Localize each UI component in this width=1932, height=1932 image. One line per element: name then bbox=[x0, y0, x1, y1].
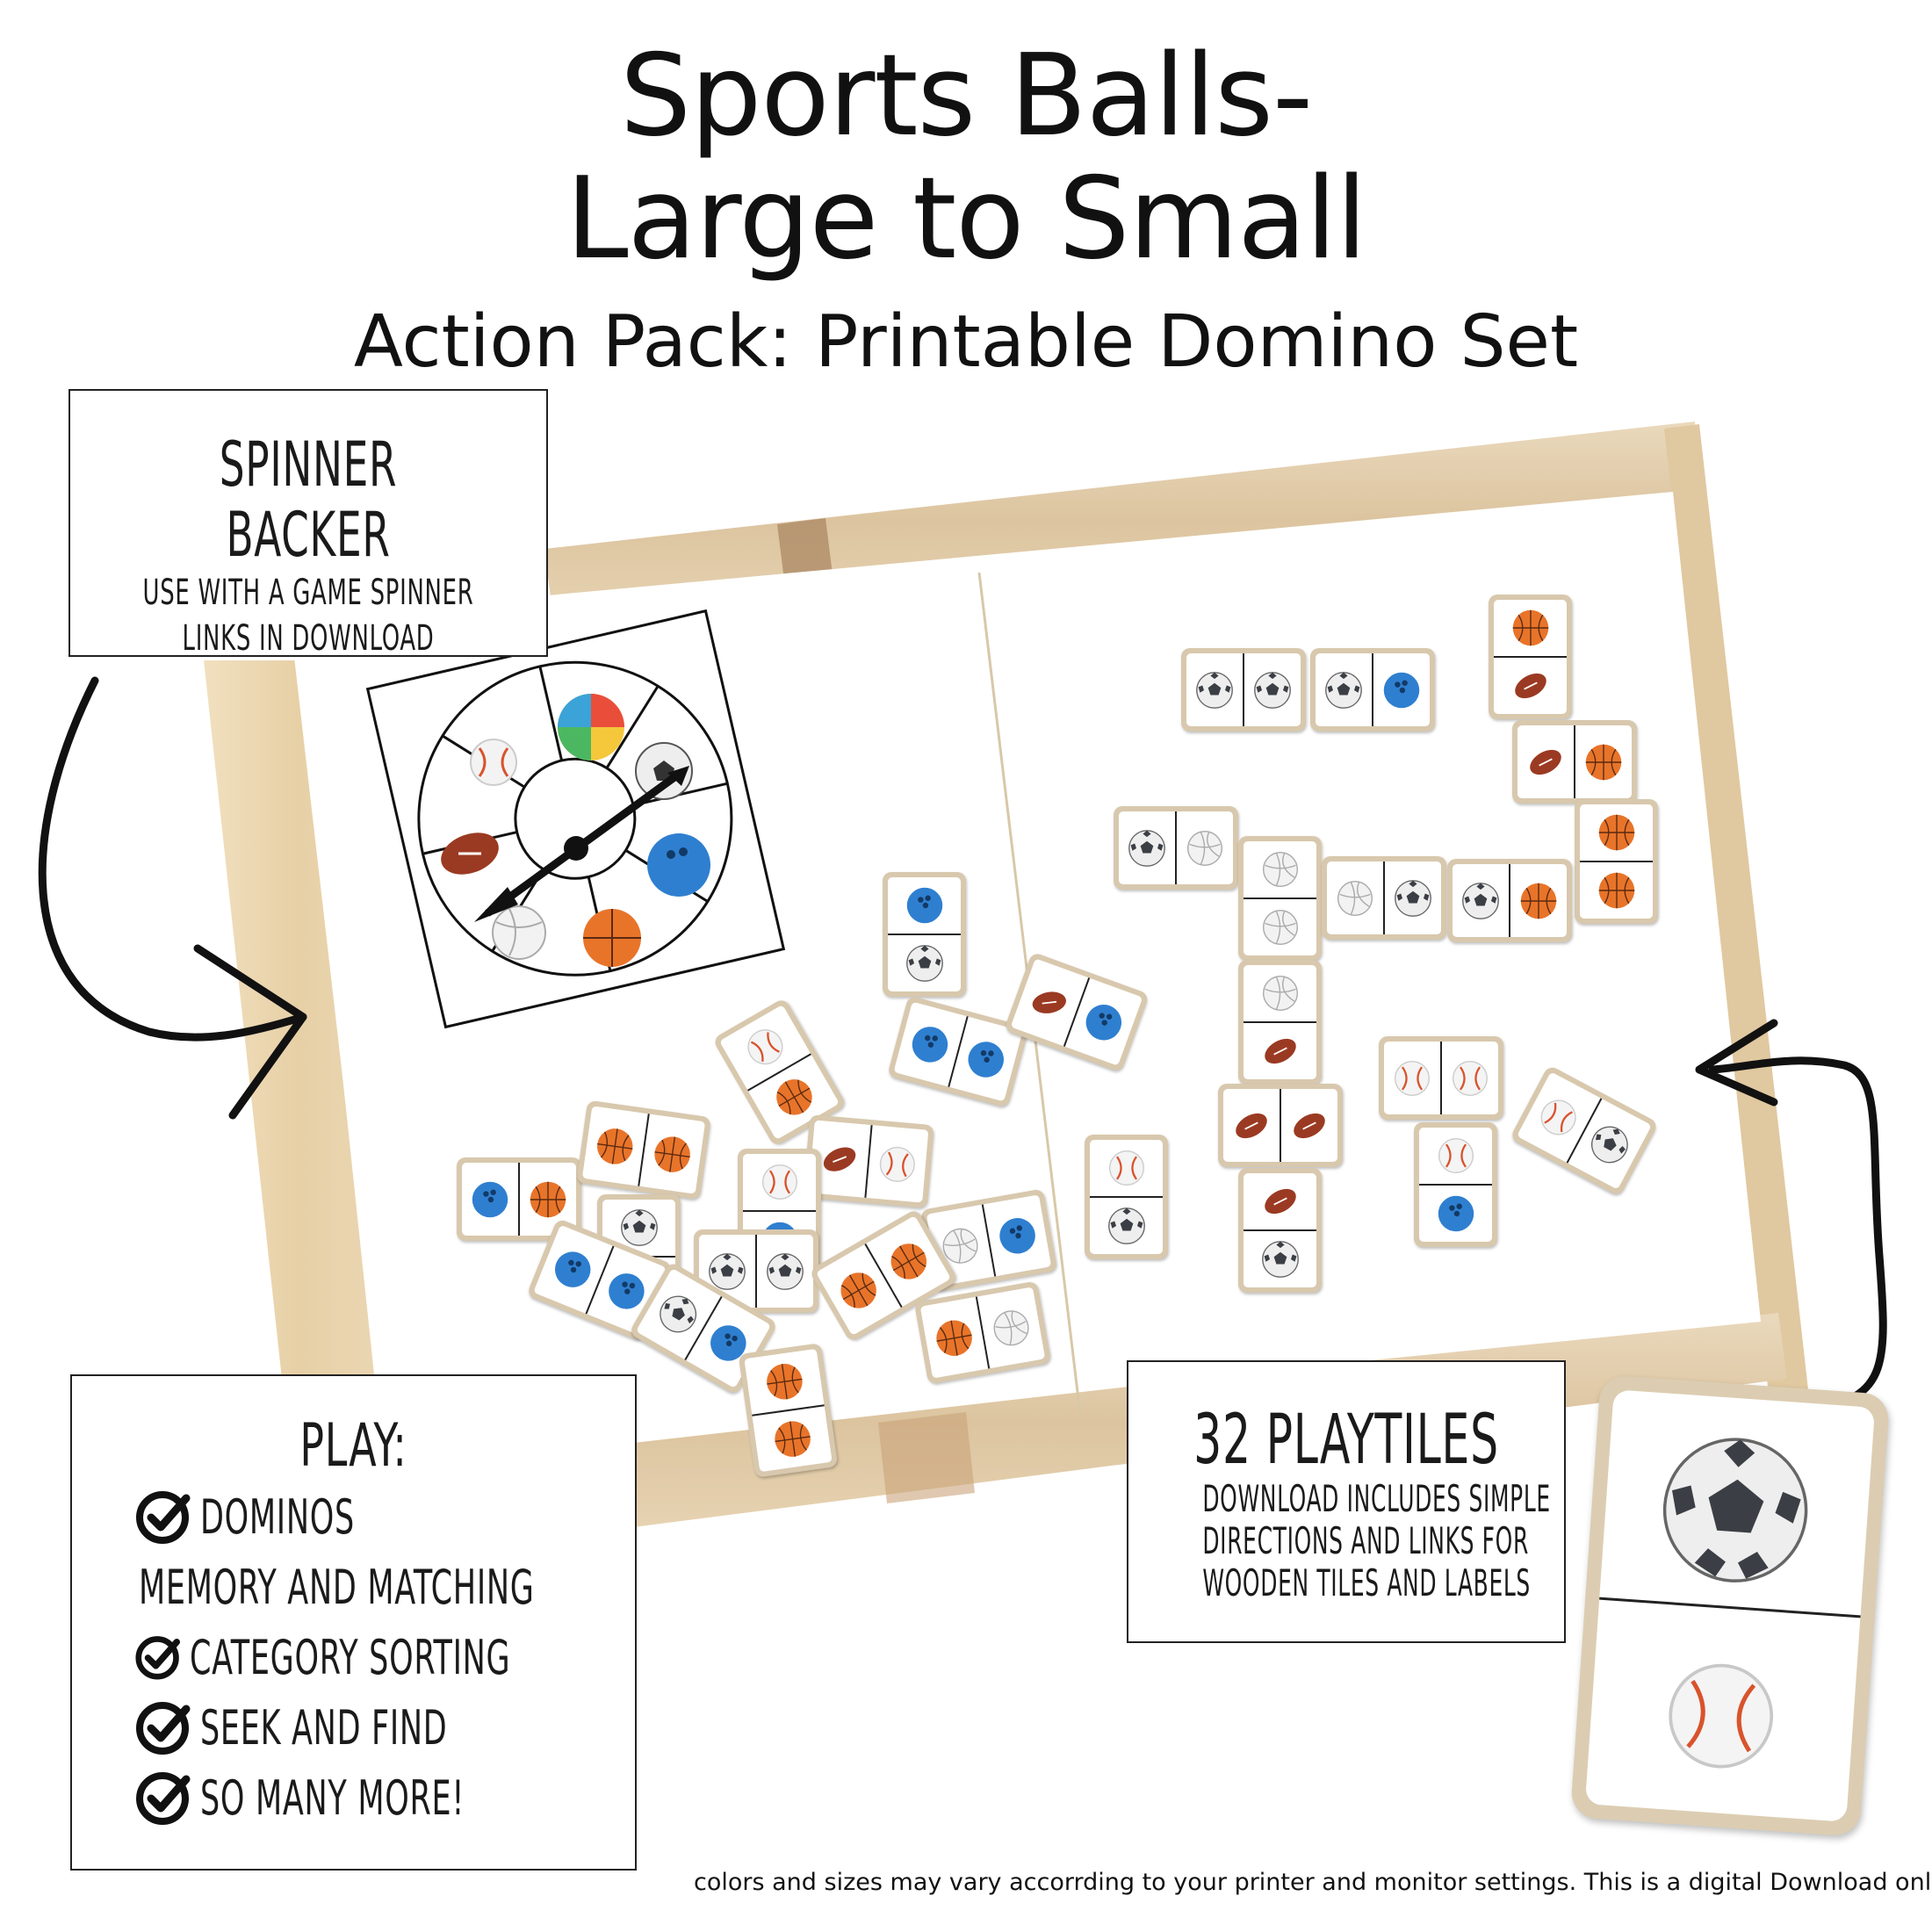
play-item-label: Memory and Matching bbox=[139, 1559, 535, 1615]
arrow-icon bbox=[1708, 1056, 1887, 1416]
play-item: Dominos bbox=[133, 1481, 635, 1552]
baseball-icon bbox=[470, 739, 517, 786]
playtiles-line-2: directions and links for bbox=[1202, 1519, 1529, 1562]
playtiles-box: 32 Playtiles Download includes simple di… bbox=[1127, 1360, 1566, 1643]
arrow-icon bbox=[1695, 1019, 1778, 1107]
play-item: Category Sorting bbox=[133, 1622, 635, 1692]
play-heading: Play: bbox=[299, 1411, 407, 1481]
play-item: Seek and Find bbox=[133, 1692, 635, 1763]
play-item-label: Seek and Find bbox=[200, 1699, 448, 1755]
featured-domino-tile bbox=[1569, 1374, 1891, 1837]
frame-right-rail bbox=[1664, 424, 1818, 1484]
subtitle: Action Pack: Printable Domino Set bbox=[353, 300, 1579, 384]
disclaimer-text: colors and sizes may vary accorrding to … bbox=[694, 1869, 1932, 1896]
play-item-label: Dominos bbox=[200, 1489, 355, 1545]
play-box: Play: Dominos Memory and Matching Catego… bbox=[70, 1374, 637, 1871]
title-line-2: Large to Small bbox=[566, 154, 1367, 285]
spinner-card bbox=[365, 609, 786, 1029]
tile-divider bbox=[1599, 1597, 1861, 1618]
spinner-backer-heading: Spinner Backer bbox=[219, 429, 398, 571]
checkmark-icon bbox=[135, 1636, 181, 1680]
play-item-label: So many more! bbox=[200, 1770, 465, 1826]
beach-ball-icon bbox=[558, 694, 624, 761]
play-item: Memory and Matching bbox=[133, 1552, 635, 1622]
frame-joint bbox=[878, 1412, 975, 1503]
frame-left-rail bbox=[204, 660, 391, 1532]
spinner-arrow-icon bbox=[474, 766, 689, 922]
playtiles-line-3: wooden tiles and labels bbox=[1202, 1561, 1531, 1604]
spinner-backer-line-1: Use with a game spinner bbox=[142, 573, 474, 613]
arrow-icon bbox=[193, 944, 307, 1120]
title-line-1: Sports Balls- bbox=[619, 31, 1313, 162]
spinner-backer-line-2: Links in download bbox=[182, 618, 435, 659]
play-item-label: Category Sorting bbox=[189, 1629, 510, 1685]
playtiles-heading: 32 Playtiles bbox=[1193, 1401, 1499, 1480]
football-icon bbox=[441, 833, 499, 875]
arrow-icon bbox=[38, 676, 307, 1042]
soccer-ball-icon bbox=[635, 742, 693, 800]
soccer-ball-icon bbox=[1662, 1438, 1808, 1582]
spinner-backer-box: Spinner Backer Use with a game spinner L… bbox=[68, 389, 548, 659]
checkmark-icon bbox=[136, 1491, 191, 1544]
checkmark-icon bbox=[136, 1702, 191, 1755]
bowling-ball-icon bbox=[647, 833, 710, 897]
checkmark-icon bbox=[136, 1772, 191, 1825]
basketball-icon bbox=[583, 909, 641, 967]
baseball-icon bbox=[1669, 1663, 1774, 1769]
play-item: So many more! bbox=[133, 1763, 635, 1833]
volleyball-icon bbox=[492, 905, 546, 960]
playtiles-line-1: Download includes simple bbox=[1202, 1477, 1551, 1520]
